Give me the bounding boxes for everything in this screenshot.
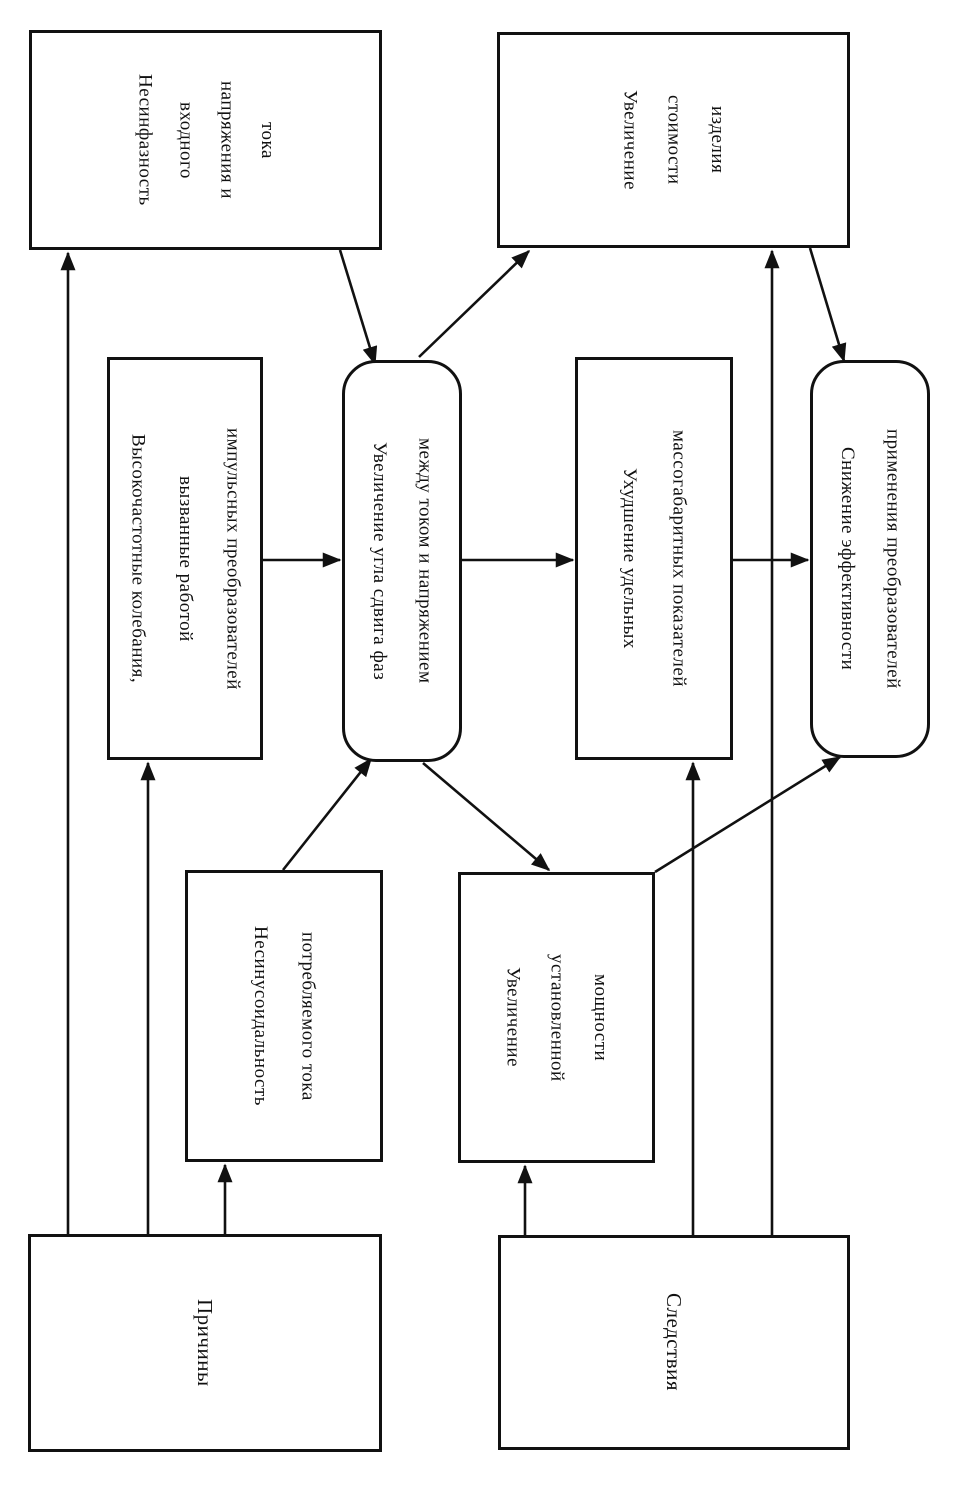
node-nesinusoidalnost-label: Несинусоидальность потребляемого тока	[250, 926, 319, 1106]
node-ugol: Увеличение угла сдвига фаз между током и…	[342, 360, 462, 762]
node-stoimost: Увеличение стоимости изделия	[497, 32, 850, 248]
node-effektivnost-label: Снижение эффективности применения преобр…	[837, 429, 904, 689]
arrow-nesinfaznost-to-ugol	[338, 249, 378, 366]
node-ugol-label: Увеличение угла сдвига фаз между током и…	[369, 438, 436, 684]
node-moshchnost-label: Увеличение установленной мощности	[502, 953, 612, 1082]
arrow-ugol-to-stoimost	[418, 249, 531, 358]
node-nesinfaznost-label: Несинфазность входного напряжения и тока	[134, 74, 279, 206]
node-sledstviya-label: Следствия	[662, 1293, 687, 1392]
node-sledstviya: Следствия	[498, 1235, 850, 1450]
node-stoimost-label: Увеличение стоимости изделия	[619, 89, 729, 190]
node-moshchnost: Увеличение установленной мощности	[458, 872, 655, 1163]
node-nesinfaznost: Несинфазность входного напряжения и тока	[29, 30, 382, 250]
arrow-ugol-to-moshchnost	[422, 762, 551, 871]
arrow-moshchnost-to-effektivnost	[654, 755, 842, 874]
node-massogabarit: Ухудшение удельных массогабаритных показ…	[575, 357, 733, 760]
node-nesinusoidalnost: Несинусоидальность потребляемого тока	[185, 870, 383, 1162]
node-massogabarit-label: Ухудшение удельных массогабаритных показ…	[619, 430, 690, 687]
arrow-stoimost-to-effektivnost	[808, 247, 847, 363]
node-prichiny-label: Причины	[193, 1299, 218, 1387]
node-effektivnost: Снижение эффективности применения преобр…	[810, 360, 930, 758]
node-kolebaniya-label: Высокочастотные колебания, вызванные раб…	[127, 427, 244, 690]
node-prichiny: Причины	[28, 1234, 382, 1452]
node-kolebaniya: Высокочастотные колебания, вызванные раб…	[107, 357, 263, 760]
arrow-nesinusoidalnost-to-ugol	[281, 757, 373, 871]
